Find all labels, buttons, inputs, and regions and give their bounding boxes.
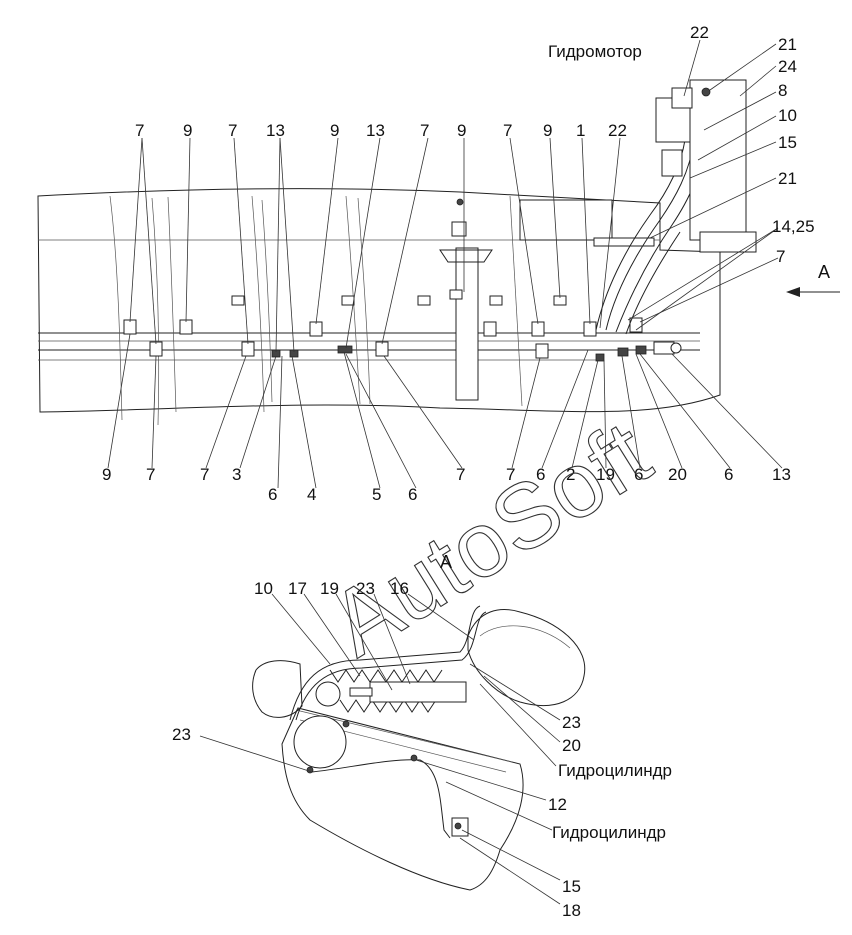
callout-detail-right: 23 xyxy=(562,713,581,732)
callout-bottom: 9 xyxy=(102,465,111,484)
view-a-marker: A xyxy=(818,262,830,282)
callout-bottom: 6 xyxy=(536,465,545,484)
callout-bottom: 6 xyxy=(634,465,643,484)
callout-detail-top: 23 xyxy=(356,579,375,598)
callout-right: 22 xyxy=(690,23,709,42)
detail-hose-3 xyxy=(311,759,451,839)
callout-top: 7 xyxy=(420,121,429,140)
end-box xyxy=(519,199,613,241)
divider-3 xyxy=(167,196,177,413)
callout-bottom: 6 xyxy=(268,485,277,504)
callout-bottom: 6 xyxy=(724,465,733,484)
view-a-arrowhead xyxy=(786,287,800,297)
callout-right: 21 xyxy=(778,169,797,188)
detail-view-a xyxy=(252,605,586,891)
callout-bottom: 5 xyxy=(372,485,381,504)
main-view xyxy=(37,79,840,426)
callout-top: 7 xyxy=(503,121,512,140)
callout-bottom: 19 xyxy=(596,465,615,484)
hose-2 xyxy=(605,139,695,331)
center-bolt xyxy=(456,198,464,206)
callout-top: 7 xyxy=(135,121,144,140)
hydrocylinder-top xyxy=(369,681,467,703)
divider-1 xyxy=(109,195,123,421)
callout-right: 15 xyxy=(778,133,797,152)
callout-bottom: 7 xyxy=(456,465,465,484)
center-cone xyxy=(439,249,493,263)
hydromotor-assembly xyxy=(655,79,757,253)
detail-hose-1 xyxy=(289,605,481,721)
detail-hose-2 xyxy=(295,611,487,721)
callout-detail-right: 15 xyxy=(562,877,581,896)
callout-bottom: 7 xyxy=(200,465,209,484)
auger-tube xyxy=(293,715,347,769)
divider-cone xyxy=(467,609,586,706)
callout-right: 7 xyxy=(776,247,785,266)
callout-bottom: 13 xyxy=(772,465,791,484)
center-post xyxy=(455,247,479,401)
callout-top: 13 xyxy=(366,121,385,140)
callout-bottom: 4 xyxy=(307,485,316,504)
callout-top: 13 xyxy=(266,121,285,140)
callout-detail-left: 23 xyxy=(172,725,191,744)
center-top xyxy=(451,221,467,237)
callout-bottom: 6 xyxy=(408,485,417,504)
detail-labels: 10 17 19 23 16 23 23 20 Гидроцилиндр 12 … xyxy=(172,579,672,920)
main-labels: Гидромотор 7 9 7 13 9 13 7 9 7 9 1 22 22… xyxy=(102,23,830,504)
callout-right: 14,25 xyxy=(772,217,815,236)
callout-bottom: 7 xyxy=(146,465,155,484)
callout-bottom: 3 xyxy=(232,465,241,484)
callout-detail-right: 12 xyxy=(548,795,567,814)
detail-leaders xyxy=(199,593,561,905)
detail-body xyxy=(281,707,524,891)
hose-4 xyxy=(625,231,681,335)
label-hydromotor: Гидромотор xyxy=(548,42,642,61)
callout-detail-right: 18 xyxy=(562,901,581,920)
divider-7 xyxy=(357,197,371,405)
callout-top: 9 xyxy=(183,121,192,140)
callout-bottom: 20 xyxy=(668,465,687,484)
header-frame xyxy=(37,188,721,413)
callout-top: 9 xyxy=(457,121,466,140)
callout-right: 21 xyxy=(778,35,797,54)
upper-brackets xyxy=(231,289,567,306)
end-plate xyxy=(593,237,655,247)
callout-bottom: 7 xyxy=(506,465,515,484)
divider-5 xyxy=(261,199,273,403)
callout-top: 1 xyxy=(576,121,585,140)
callout-detail-top: 10 xyxy=(254,579,273,598)
callout-right: 24 xyxy=(778,57,797,76)
divider-2 xyxy=(151,197,160,426)
callout-top: 22 xyxy=(608,121,627,140)
callout-detail-right: 20 xyxy=(562,736,581,755)
main-leaders xyxy=(107,39,783,489)
callout-top: 9 xyxy=(330,121,339,140)
divider-8 xyxy=(509,195,523,407)
label-hydrocylinder-2: Гидроцилиндр xyxy=(552,823,666,842)
callout-right: 10 xyxy=(778,106,797,125)
callout-right: 8 xyxy=(778,81,787,100)
couplings xyxy=(271,341,682,362)
beam-clamps xyxy=(123,317,643,359)
callout-top: 9 xyxy=(543,121,552,140)
divider-4 xyxy=(251,195,265,413)
callout-top: 7 xyxy=(228,121,237,140)
label-hydrocylinder-1: Гидроцилиндр xyxy=(558,761,672,780)
callout-detail-top: 16 xyxy=(390,579,409,598)
callout-detail-top: 19 xyxy=(320,579,339,598)
view-a-title: A xyxy=(440,552,452,572)
callout-bottom: 2 xyxy=(566,465,575,484)
callout-detail-top: 17 xyxy=(288,579,307,598)
